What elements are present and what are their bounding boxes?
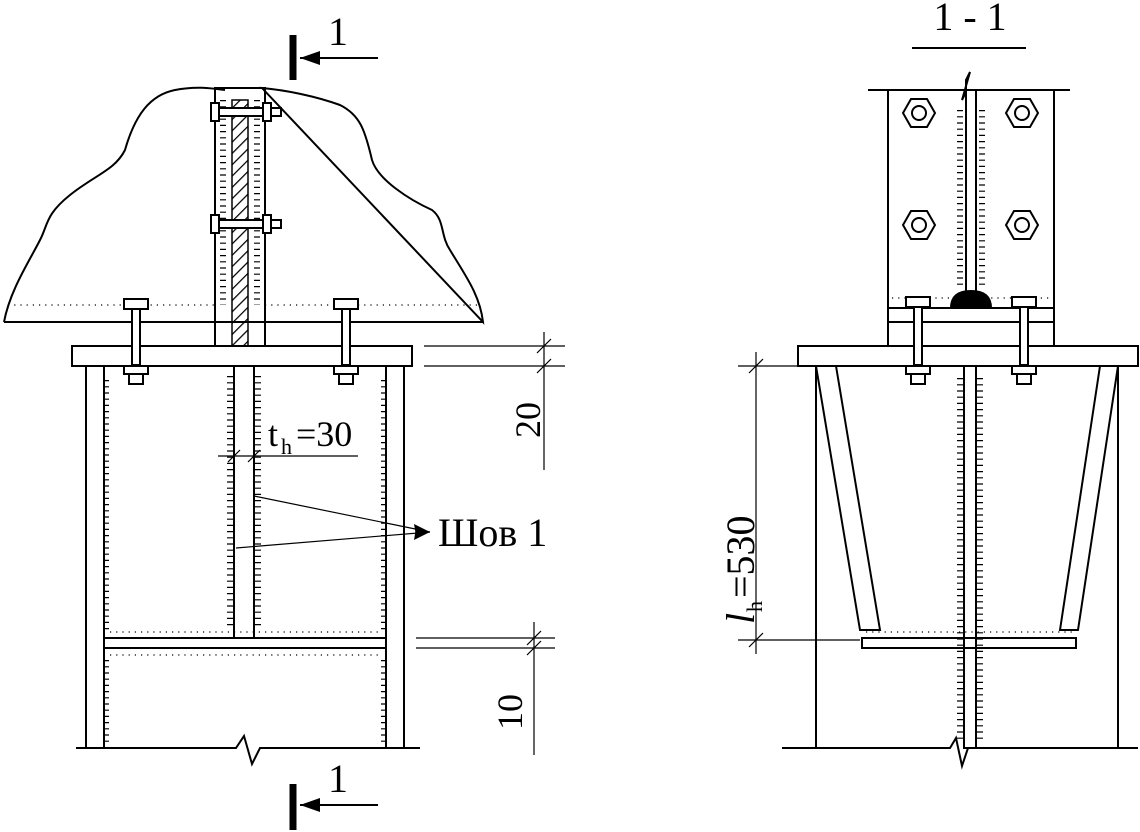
rib-length-symbol: l xyxy=(718,613,763,624)
dim-10: 10 xyxy=(490,694,530,730)
dim-20: 20 xyxy=(508,402,548,438)
bolt-lower xyxy=(210,214,282,234)
hex-nut-3 xyxy=(901,210,937,240)
stiffener-plate xyxy=(233,365,255,639)
rib-thickness-subscript: h xyxy=(281,434,292,459)
cap-plate xyxy=(71,345,413,367)
section-cut-bottom: 1 xyxy=(289,756,378,830)
hex-nut-4 xyxy=(1004,210,1040,240)
section-title: 1 - 1 xyxy=(933,0,1006,39)
dimension-rib-length: l h =530 xyxy=(718,352,860,654)
anchor-bolt-section-right xyxy=(1011,296,1037,385)
anchor-bolt-section-left xyxy=(905,296,931,385)
dimension-rib-thickness: t h =30 xyxy=(218,414,358,463)
hex-nut-2 xyxy=(1004,98,1040,128)
column-web-section xyxy=(963,365,977,749)
weld-bead xyxy=(950,290,992,308)
rib-thickness-value: =30 xyxy=(296,414,352,454)
section-view: 1 - 1 xyxy=(718,0,1139,770)
dimension-top-plate: 20 xyxy=(424,332,565,470)
break-symbol-top xyxy=(961,71,971,101)
beam-flange-section xyxy=(887,307,1055,347)
section-cut-top: 1 xyxy=(289,9,378,80)
dimension-bottom-plate: 10 xyxy=(416,622,555,755)
beam-break-outline xyxy=(3,86,485,325)
cap-plate-section xyxy=(797,345,1139,367)
tapered-rib-right xyxy=(1058,365,1120,631)
column-body xyxy=(76,365,420,767)
weld-callout: Шов 1 xyxy=(235,495,547,555)
anchor-bolt-right xyxy=(333,298,359,385)
bolt-upper xyxy=(210,102,282,122)
hex-nut-1 xyxy=(901,98,937,128)
bottom-plate-section xyxy=(861,637,1077,649)
section-mark-bottom: 1 xyxy=(328,756,348,801)
front-view: 1 1 xyxy=(3,9,565,830)
rib-length-subscript: h xyxy=(742,601,767,612)
rib-length-value: =530 xyxy=(718,515,763,598)
bottom-diaphragm xyxy=(103,637,387,649)
weld-label: Шов 1 xyxy=(438,510,547,555)
tapered-rib-left xyxy=(814,365,882,631)
anchor-bolt-left xyxy=(123,298,149,385)
break-line-bottom xyxy=(782,735,1138,770)
rib-thickness-symbol: t xyxy=(268,414,278,454)
section-mark-top: 1 xyxy=(328,9,348,54)
